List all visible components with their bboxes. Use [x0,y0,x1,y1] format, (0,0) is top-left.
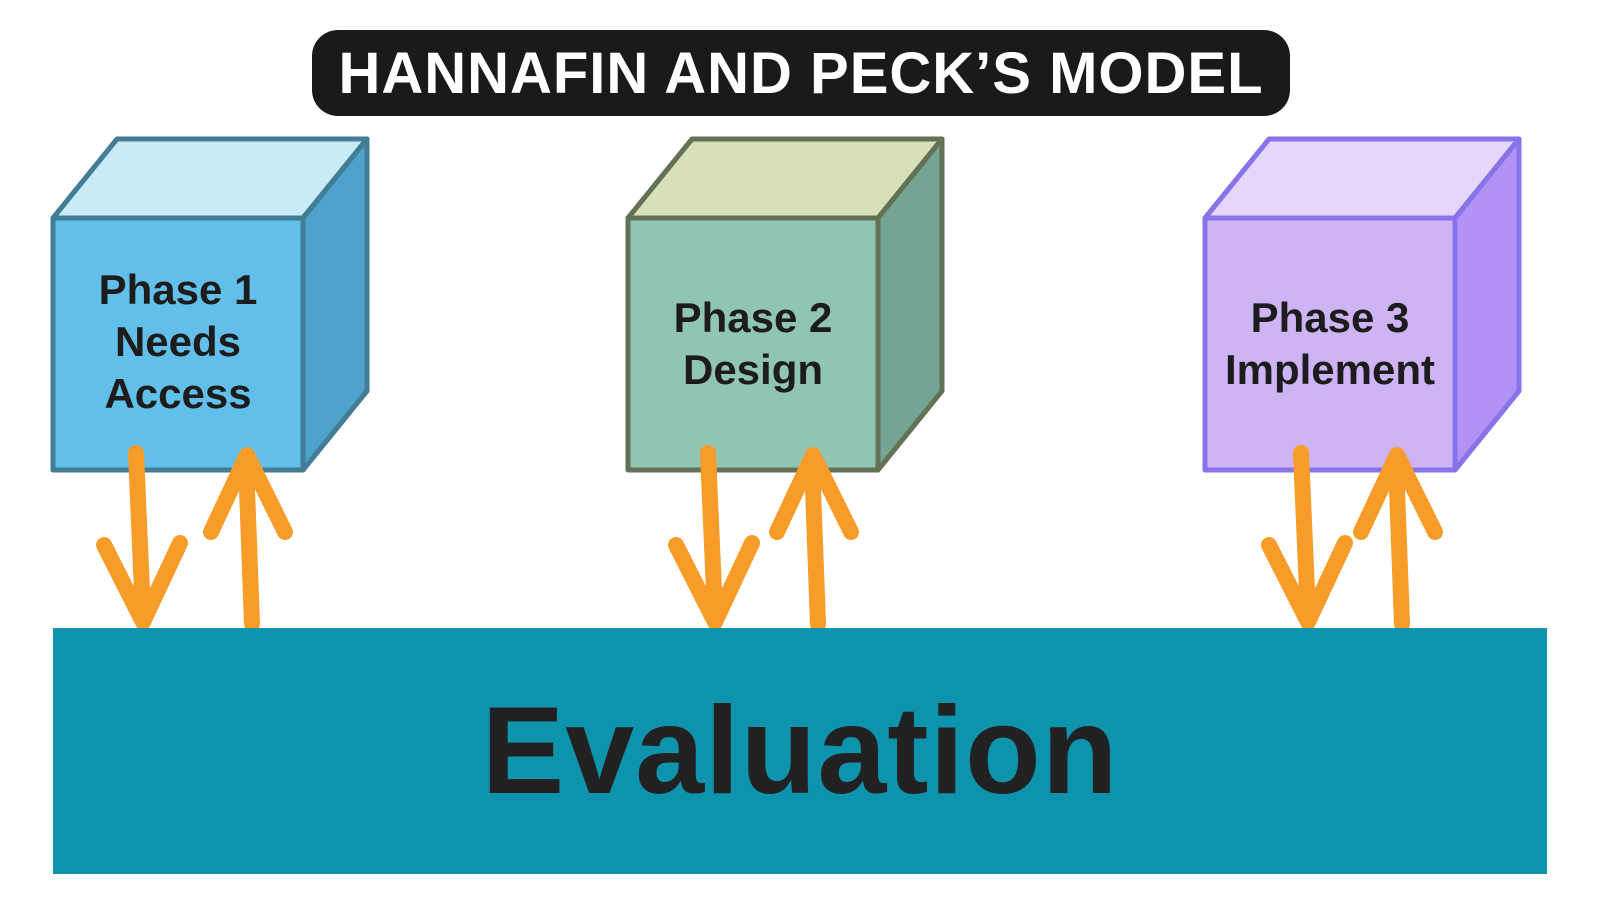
phase-3-label-line-2: Implement [1224,346,1436,393]
phase-3-label: Phase 3 Implement [1205,292,1455,396]
up-arrow-phase-2 [769,447,859,632]
phase-2-label-line-1: Phase 2 [673,294,833,341]
phase-1-cube-front-face [50,215,306,473]
down-arrow-phase-2 [668,445,760,630]
phase-1-label-line-3: Access [104,370,252,417]
phase-2-label-line-2: Design [682,346,824,393]
phase-1-label-line-2: Needs [114,318,242,365]
diagram-title: HANNAFIN AND PECK’S MODEL [338,40,1264,106]
evaluation-label: Evaluation [481,682,1119,820]
phase-1-cube [50,136,370,473]
phase-2-cube-front-face [625,215,881,473]
phase-3-label-line-1: Phase 3 [1250,294,1410,341]
phase-3-cube-front-face [1202,215,1458,473]
title-badge: HANNAFIN AND PECK’S MODEL [312,30,1290,116]
phase-1-label: Phase 1 Needs Access [53,264,303,420]
up-arrow-phase-1 [203,447,293,632]
phase-2-cube [625,136,945,473]
down-arrow-phase-3 [1261,445,1353,630]
phase-1-label-line-1: Phase 1 [98,266,258,313]
phase-3-cube [1202,136,1522,473]
evaluation-bar: Evaluation [53,628,1547,874]
down-arrow-phase-1 [96,445,188,630]
phase-2-label: Phase 2 Design [628,292,878,396]
up-arrow-phase-3 [1353,447,1443,632]
